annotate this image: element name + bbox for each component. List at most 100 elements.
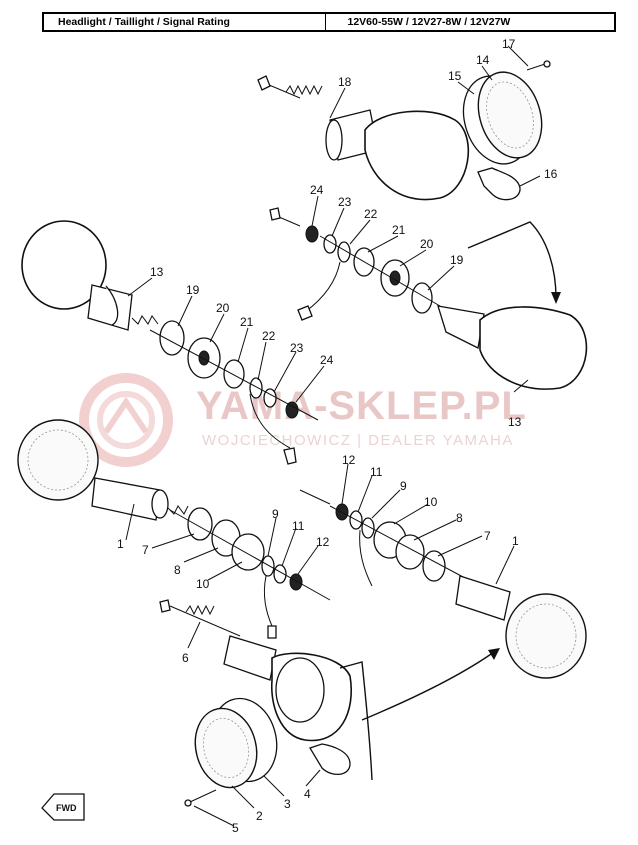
callout-20-a: 20 bbox=[216, 301, 230, 315]
callout-17: 17 bbox=[502, 37, 516, 51]
bulb-4 bbox=[309, 743, 351, 775]
callout-18: 18 bbox=[338, 75, 352, 89]
axis-front-left bbox=[169, 509, 331, 601]
lens-2 bbox=[194, 707, 258, 789]
callout-22-a: 22 bbox=[262, 329, 276, 343]
callout-1-a: 1 bbox=[117, 537, 124, 551]
leader-bracket bbox=[467, 221, 557, 299]
stem-front-right bbox=[455, 575, 511, 621]
nut-24-left bbox=[285, 401, 299, 419]
stem-front-left bbox=[91, 477, 161, 521]
rear-signal-upper-assembly bbox=[257, 60, 551, 201]
callout-16: 16 bbox=[544, 167, 558, 181]
axis-line-left bbox=[149, 329, 319, 421]
callout-19-a: 19 bbox=[186, 283, 200, 297]
callout-labels: 1 1 2 3 4 5 6 7 7 8 8 9 9 10 10 11 11 12… bbox=[117, 37, 558, 835]
stem-edge bbox=[105, 285, 119, 326]
plug-front-left bbox=[267, 625, 277, 639]
header-left-cell: Headlight / Taillight / Signal Rating bbox=[58, 16, 230, 28]
spring-6 bbox=[185, 604, 215, 616]
callout-11-b: 11 bbox=[370, 465, 383, 479]
callout-5: 5 bbox=[232, 821, 239, 835]
bolt-threads-left bbox=[131, 315, 159, 325]
terminal-bottom bbox=[159, 599, 171, 613]
terminal bbox=[269, 207, 281, 221]
lens-pattern-left bbox=[27, 429, 89, 491]
pigtail-front-left bbox=[263, 575, 273, 627]
lamp-housing-13-right bbox=[479, 306, 588, 390]
washer-11-left bbox=[273, 564, 287, 584]
callout-19-b: 19 bbox=[450, 253, 464, 267]
callout-10-b: 10 bbox=[424, 495, 438, 509]
callout-23-b: 23 bbox=[338, 195, 352, 209]
lens-right bbox=[505, 593, 587, 679]
screw-5-head bbox=[184, 799, 192, 807]
washer-22-upper bbox=[337, 241, 351, 263]
fwd-label: FWD bbox=[56, 803, 77, 813]
callout-9-b: 9 bbox=[400, 479, 407, 493]
callout-23-a: 23 bbox=[290, 341, 304, 355]
collar-hole-left bbox=[198, 350, 210, 366]
rating-header: Headlight / Taillight / Signal Rating 12… bbox=[42, 12, 616, 32]
callout-15: 15 bbox=[448, 69, 462, 83]
callout-9-a: 9 bbox=[272, 507, 279, 521]
screw-17-head bbox=[543, 60, 551, 68]
callout-7-a: 7 bbox=[142, 543, 149, 557]
callout-20-b: 20 bbox=[420, 237, 434, 251]
stem-end-left bbox=[151, 489, 169, 519]
bracket-bottom bbox=[339, 661, 373, 781]
connector bbox=[257, 75, 271, 91]
lens-left bbox=[17, 419, 99, 501]
front-signal-right-1 bbox=[299, 489, 587, 679]
nut-12-left bbox=[289, 573, 303, 591]
lens-pattern bbox=[486, 81, 534, 149]
lamp-housing-13-top bbox=[364, 110, 470, 201]
washer-23-upper bbox=[323, 234, 337, 254]
callout-22-b: 22 bbox=[364, 207, 378, 221]
callout-12-a: 12 bbox=[316, 535, 330, 549]
fwd-arrow-icon bbox=[41, 793, 85, 821]
front-signal-left-1 bbox=[17, 419, 331, 639]
lens-14 bbox=[477, 71, 543, 159]
callout-2: 2 bbox=[256, 809, 263, 823]
header-right-cell: 12V60-55W / 12V27-8W / 12V27W bbox=[324, 14, 615, 30]
grommet-19-upper bbox=[411, 282, 433, 314]
callout-6: 6 bbox=[182, 651, 189, 665]
callout-21-b: 21 bbox=[392, 223, 406, 237]
upper-right-hardware bbox=[269, 207, 561, 321]
nut-24-upper bbox=[305, 225, 319, 243]
callout-24-a: 24 bbox=[320, 353, 334, 367]
washer-21-left bbox=[223, 359, 245, 389]
washer-9-left bbox=[261, 555, 275, 577]
washer-10-left bbox=[231, 533, 265, 571]
lens-pattern-2 bbox=[203, 718, 249, 778]
front-signal-bottom bbox=[159, 599, 500, 807]
washer-22-left bbox=[249, 377, 263, 399]
wire-plug-left bbox=[283, 447, 297, 465]
callout-13-b: 13 bbox=[508, 415, 522, 429]
callout-13-a: 13 bbox=[150, 265, 164, 279]
callout-21-a: 21 bbox=[240, 315, 254, 329]
threads-front-left bbox=[167, 505, 189, 515]
callout-8-a: 8 bbox=[174, 563, 181, 577]
callout-7-b: 7 bbox=[484, 529, 491, 543]
grommet-19-left bbox=[159, 320, 185, 356]
rear-signal-right-13 bbox=[437, 305, 588, 390]
callout-24-b: 24 bbox=[310, 183, 324, 197]
wire-plug bbox=[297, 305, 313, 321]
callout-3: 3 bbox=[284, 797, 291, 811]
callout-11-a: 11 bbox=[292, 519, 305, 533]
lens-pattern-right bbox=[515, 603, 577, 669]
reflector-bottom bbox=[275, 657, 325, 723]
axis-front-right bbox=[329, 505, 481, 587]
callout-8-b: 8 bbox=[456, 511, 463, 525]
callout-1-b: 1 bbox=[512, 534, 519, 548]
pigtail-wire-upper bbox=[304, 261, 341, 313]
lamp-housing-13-left bbox=[21, 220, 107, 310]
lead-bottom bbox=[169, 605, 241, 637]
spring-threads bbox=[285, 84, 323, 96]
stem-bottom bbox=[223, 635, 277, 681]
stem-end bbox=[325, 119, 343, 161]
axis-line-upper bbox=[319, 235, 441, 307]
